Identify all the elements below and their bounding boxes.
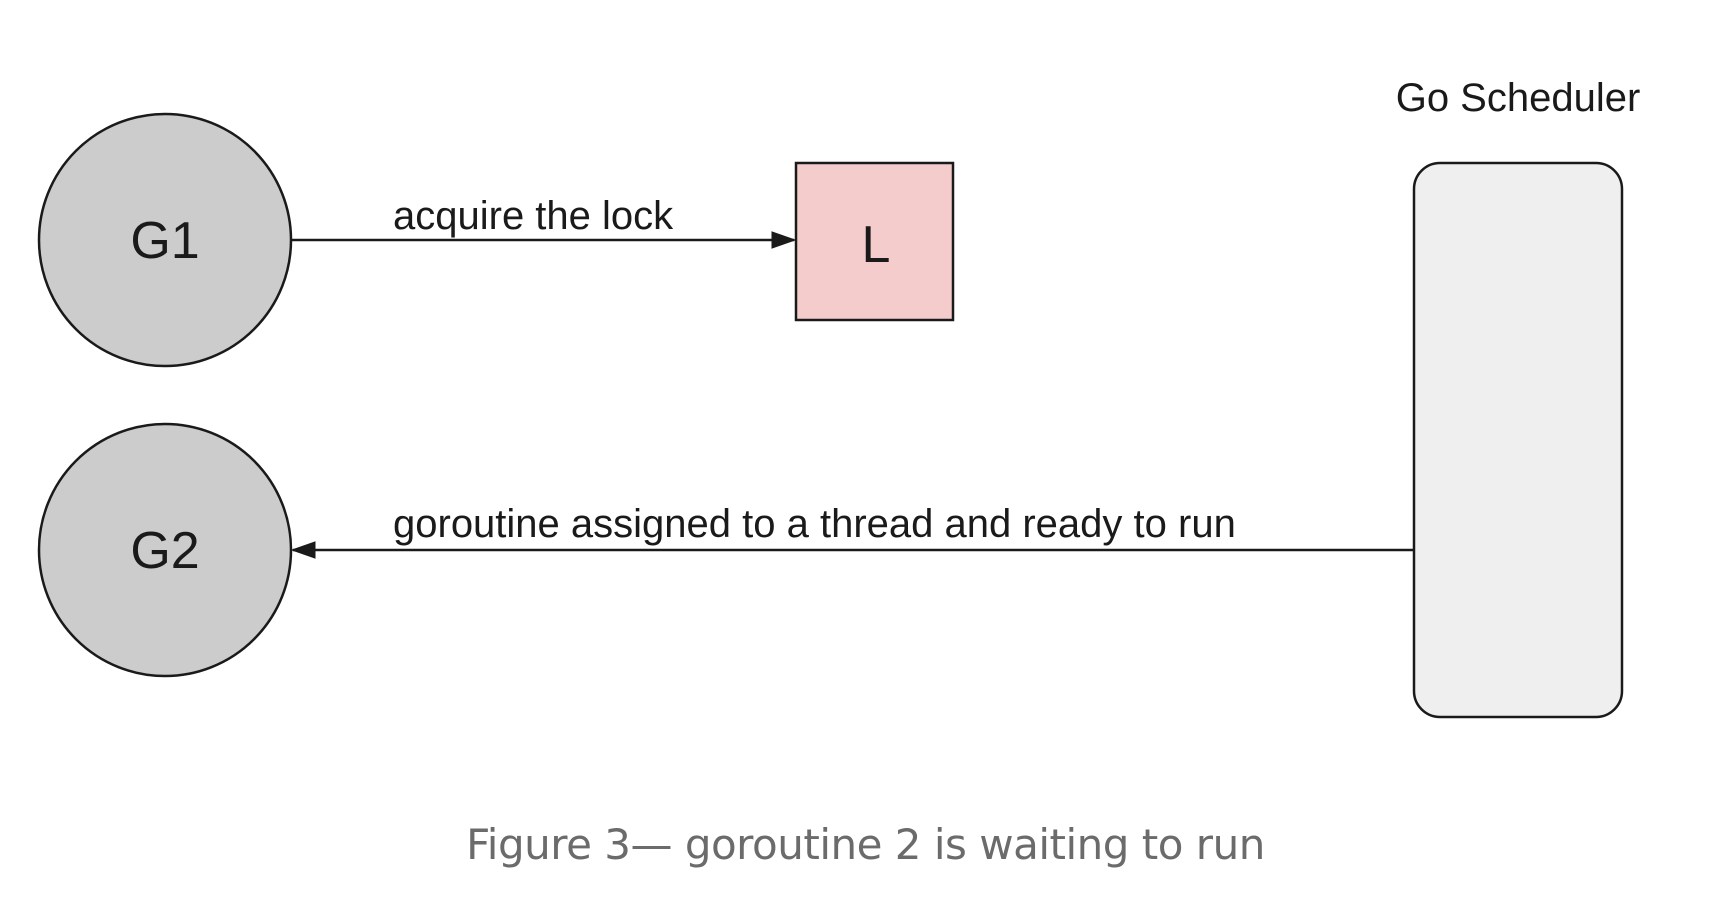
goroutine-g1-label: G1 (130, 212, 199, 270)
figure-caption: Figure 3— goroutine 2 is waiting to run (466, 820, 1265, 869)
scheduler-node (1412, 161, 1624, 719)
goroutine-g2-label: G2 (130, 522, 199, 580)
acquire-lock-label: acquire the lock (393, 194, 674, 238)
assigned-thread-label: goroutine assigned to a thread and ready… (393, 502, 1236, 546)
lock-label: L (862, 216, 891, 274)
lock-node (794, 161, 955, 322)
scheduler-title: Go Scheduler (1396, 76, 1641, 120)
